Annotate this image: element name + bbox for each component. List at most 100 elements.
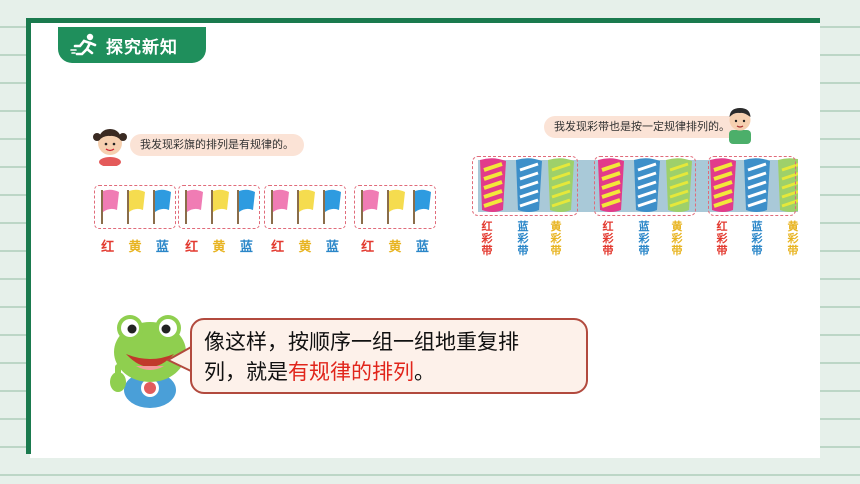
ribbon-label: 黄彩带 (787, 220, 799, 257)
flag-color-label: 蓝 (325, 240, 339, 255)
flag-set-icon (361, 189, 431, 224)
flag-icon (389, 189, 405, 212)
ribbon-group-1 (472, 156, 578, 216)
flag-pole (323, 190, 325, 224)
ribbon-stripe (713, 189, 733, 199)
ribbon-stripe (781, 190, 798, 199)
ribbon-stripe (601, 189, 621, 199)
ribbon-stripe (637, 198, 657, 208)
boy-avatar (729, 108, 751, 144)
flag-color-label: 黄 (212, 240, 226, 255)
ribbon-stripe (669, 198, 689, 208)
flag-icon (213, 189, 229, 212)
flag-icon (129, 189, 145, 212)
ribbon-stripe (551, 162, 571, 172)
ribbon-stripe (551, 189, 571, 199)
ribbon-stripe (519, 198, 539, 208)
flag-set-icon (271, 189, 341, 224)
flag-icon (187, 189, 203, 212)
ribbon-stripe (483, 189, 503, 199)
flag-pole (211, 190, 213, 224)
ribbon-stripe (551, 171, 571, 181)
flag-icon (415, 189, 431, 212)
flag-label-row: 红黄蓝 (354, 236, 436, 255)
ribbon-stripe (713, 198, 733, 208)
girl-speech-bubble: 我发现彩旗的排列是有规律的。 (130, 134, 304, 156)
ribbon-stripe (483, 198, 503, 208)
ribbon-stripe (601, 162, 621, 172)
ribbon-stripe (747, 171, 767, 181)
flag-icon (325, 189, 341, 212)
ribbon-stripe (483, 171, 503, 181)
ribbon-stripe (519, 180, 539, 190)
ribbon-stripe (519, 171, 539, 181)
speech-line-2: 列，就是有规律的排列。 (204, 357, 574, 387)
flag-group-4 (354, 185, 436, 229)
ribbon-stripe (713, 162, 733, 172)
frog-mascot (110, 315, 186, 408)
ribbon-stripe (551, 198, 571, 208)
flag-icon (155, 189, 171, 212)
ribbon-label: 蓝彩带 (517, 220, 529, 257)
flag-pole (297, 190, 299, 224)
ribbon-stripe (713, 180, 733, 190)
flag-color-label: 黄 (298, 240, 312, 255)
flag-color-label: 红 (361, 240, 375, 255)
flag-pole (127, 190, 129, 224)
section-badge: 探究新知 (58, 27, 206, 63)
ribbon-stripe (483, 162, 503, 172)
flag-group-1 (94, 185, 176, 229)
flag-pole (237, 190, 239, 224)
ribbon-stripe (669, 180, 689, 190)
flag-color-label: 红 (101, 240, 115, 255)
ribbon-stripe (601, 171, 621, 181)
ribbon-label: 黄彩带 (671, 220, 683, 257)
flag-pole (361, 190, 363, 224)
flag-icon (299, 189, 315, 212)
ribbon-stripe (601, 198, 621, 208)
ribbon-stripe (637, 171, 657, 181)
ribbon-strip (480, 158, 798, 212)
ribbon-stripe (637, 180, 657, 190)
ribbon-stripe (781, 181, 798, 190)
ribbon-stripe (781, 163, 798, 172)
ribbon-label: 蓝彩带 (638, 220, 650, 257)
left-border (26, 18, 31, 454)
ribbon-stripe (781, 199, 798, 208)
ribbon-stripe (669, 189, 689, 199)
frog-speech-bubble: 像这样，按顺序一组一组地重复排 列，就是有规律的排列。 (190, 318, 588, 394)
ribbon-stripe (669, 171, 689, 181)
flag-label-row: 红黄蓝 (94, 236, 176, 255)
ribbon-stripe (637, 189, 657, 199)
ribbon-group-3 (708, 156, 796, 216)
ribbon-group-2 (594, 156, 696, 216)
flag-color-label: 黄 (388, 240, 402, 255)
ribbon-stripe (483, 180, 503, 190)
ribbon-stripe (551, 180, 571, 190)
flag-pole (153, 190, 155, 224)
boy-speech-bubble: 我发现彩带也是按一定规律排列的。 (544, 116, 740, 138)
ribbon-stripe (747, 189, 767, 199)
flag-pole (101, 190, 103, 224)
flag-color-label: 红 (185, 240, 199, 255)
flag-set-icon (185, 189, 255, 224)
running-person-icon (70, 33, 97, 56)
speech-highlight: 有规律的排列 (288, 360, 414, 384)
ribbon-stripe (781, 172, 798, 181)
flag-icon (363, 189, 379, 212)
flag-pole (413, 190, 415, 224)
ribbon-stripe (747, 180, 767, 190)
flag-color-label: 黄 (128, 240, 142, 255)
speech-line-2-prefix: 列，就是 (204, 360, 288, 384)
flag-pole (185, 190, 187, 224)
flag-icon (273, 189, 289, 212)
ribbon-label: 蓝彩带 (751, 220, 763, 257)
speech-suffix: 。 (414, 360, 435, 384)
flag-color-label: 蓝 (239, 240, 253, 255)
flag-label-row: 红黄蓝 (264, 236, 346, 255)
ribbon-label: 黄彩带 (550, 220, 562, 257)
section-title: 探究新知 (106, 37, 178, 58)
flag-pole (387, 190, 389, 224)
ribbon-stripe (747, 162, 767, 172)
ribbon-stripe (637, 162, 657, 172)
